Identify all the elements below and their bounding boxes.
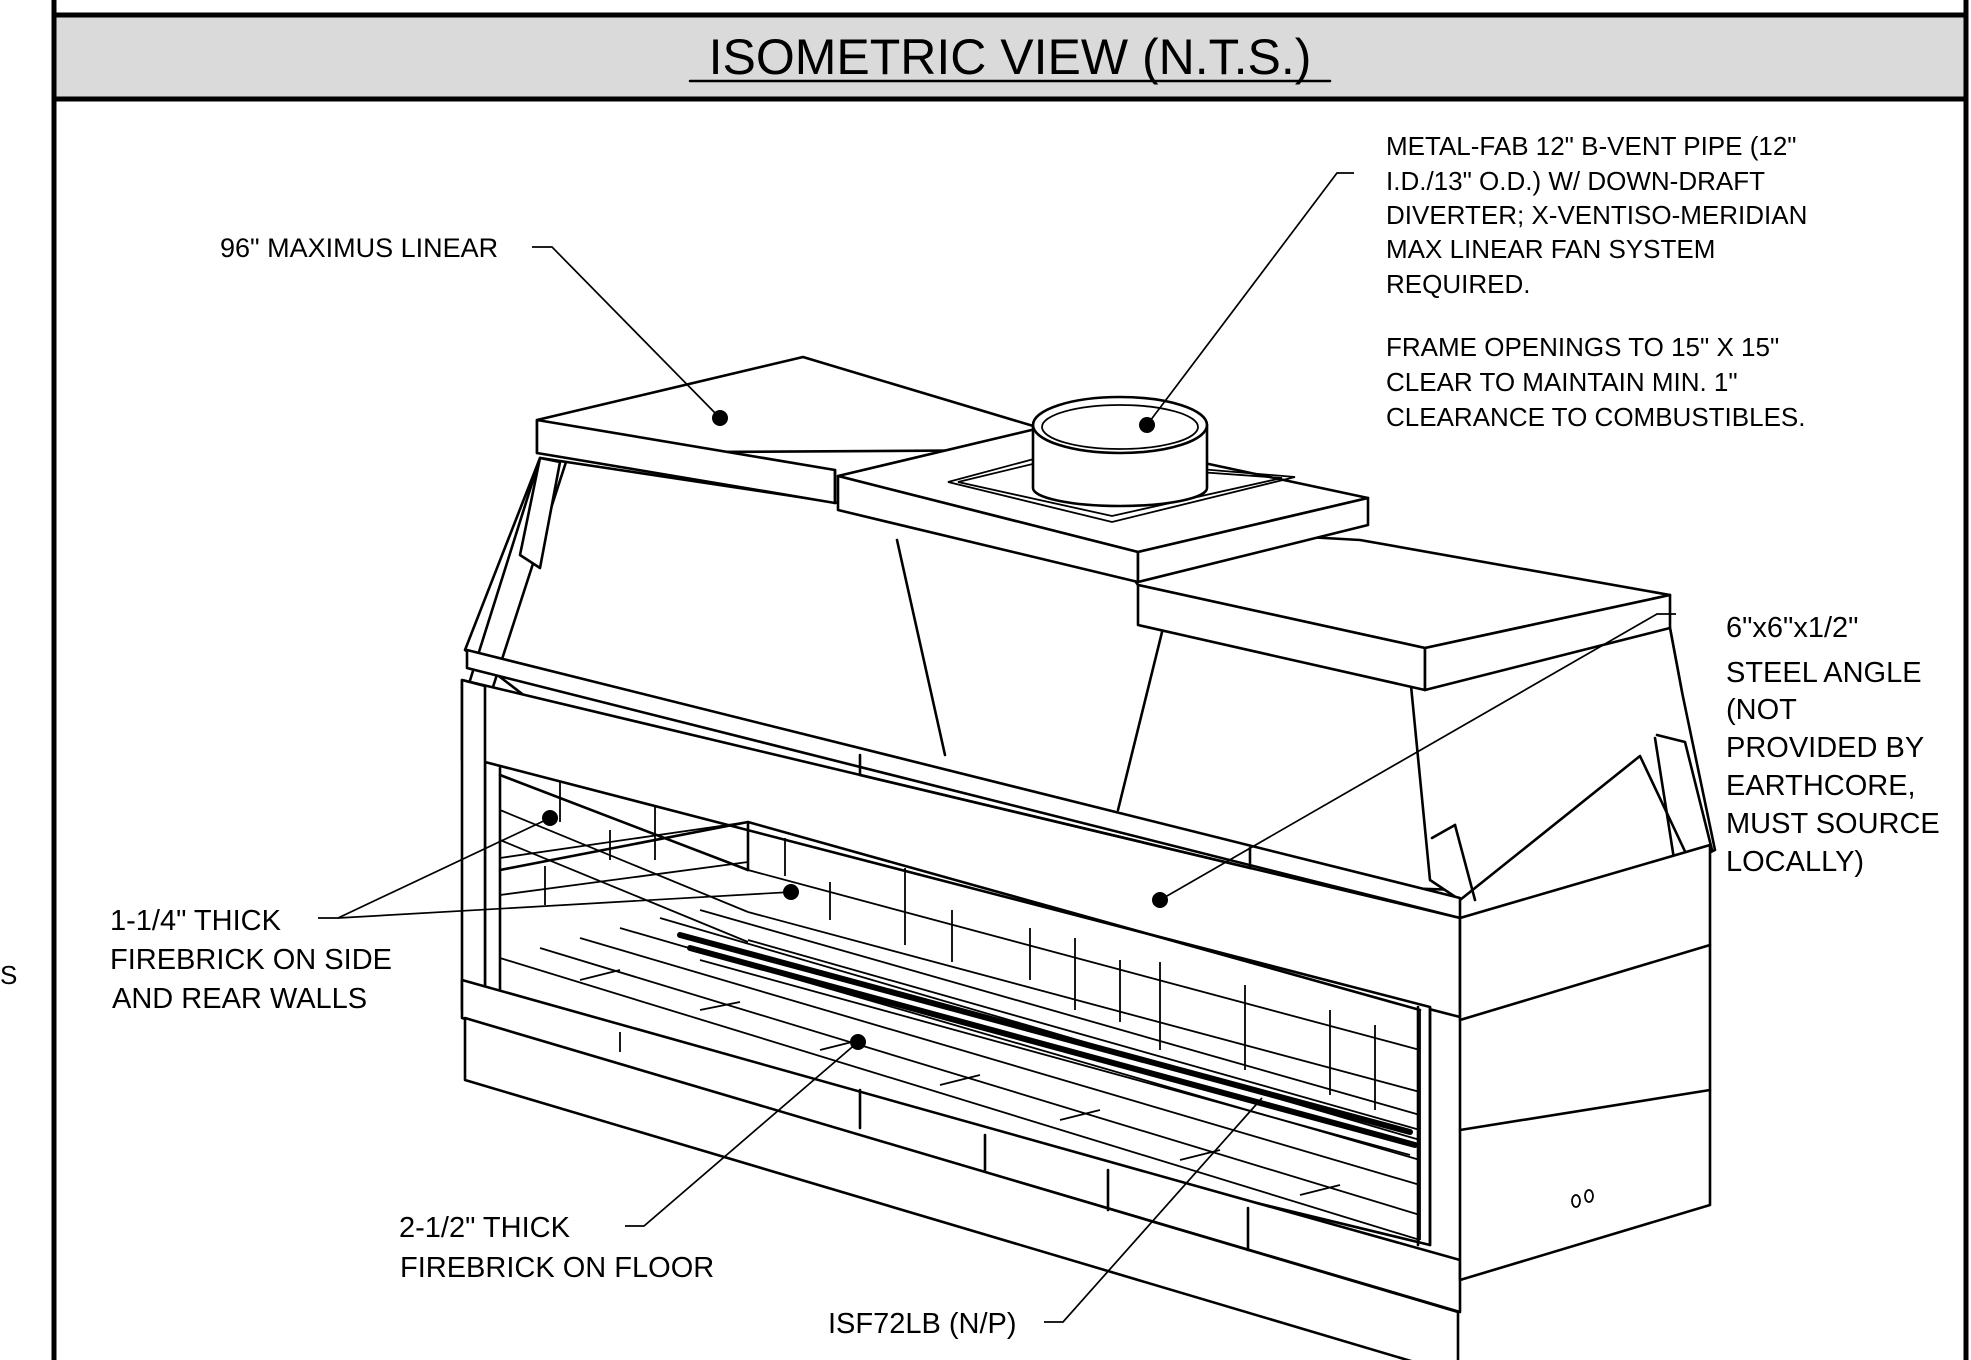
callout-floor-firebrick: 2-1/2" THICK FIREBRICK ON FLOOR (399, 1212, 714, 1284)
svg-text:CLEARANCE TO COMBUSTIBLES.: CLEARANCE TO COMBUSTIBLES. (1386, 402, 1805, 432)
svg-text:96" MAXIMUS LINEAR: 96" MAXIMUS LINEAR (220, 233, 498, 263)
callout-dot-unit (712, 410, 728, 426)
callout-vent: METAL-FAB 12" B-VENT PIPE (12" I.D./13" … (1386, 131, 1807, 299)
svg-text:FIREBRICK ON FLOOR: FIREBRICK ON FLOOR (400, 1252, 714, 1284)
svg-text:LOCALLY): LOCALLY) (1726, 846, 1864, 878)
callout-dot-floor (850, 1034, 866, 1050)
svg-text:REQUIRED.: REQUIRED. (1386, 269, 1530, 299)
linear-burner (677, 932, 1418, 1156)
callout-dot-side-wall (542, 810, 558, 826)
svg-text:I.D./13" O.D.) W/ DOWN-DRAFT: I.D./13" O.D.) W/ DOWN-DRAFT (1386, 166, 1765, 196)
svg-text:METAL-FAB 12" B-VENT PIPE (12": METAL-FAB 12" B-VENT PIPE (12" (1386, 131, 1797, 161)
callout-unit: 96" MAXIMUS LINEAR (220, 233, 498, 263)
svg-text:2-1/2" THICK: 2-1/2" THICK (399, 1212, 571, 1244)
firebox (483, 760, 1432, 1247)
svg-text:MUST SOURCE: MUST SOURCE (1726, 808, 1940, 840)
vent-pipe (1031, 395, 1209, 508)
title-bar: ISOMETRIC VIEW (N.T.S.) (51, 12, 1969, 102)
callout-steel-angle: 6"x6"x1/2" STEEL ANGLE (NOT PROVIDED BY … (1726, 612, 1940, 878)
svg-text:PROVIDED BY: PROVIDED BY (1726, 732, 1924, 764)
callout-dot-vent (1139, 417, 1155, 433)
callout-dot-angle (1152, 892, 1168, 908)
svg-text:STEEL ANGLE: STEEL ANGLE (1726, 657, 1922, 689)
view-title: ISOMETRIC VIEW (N.T.S.) (709, 29, 1312, 85)
callout-burner: ISF72LB (N/P) (828, 1308, 1017, 1340)
callout-wall-firebrick: 1-1/4" THICK FIREBRICK ON SIDE AND REAR … (110, 905, 392, 1015)
svg-text:DIVERTER; X-VENTISO-MERIDIAN: DIVERTER; X-VENTISO-MERIDIAN (1386, 200, 1807, 230)
svg-text:AND REAR WALLS: AND REAR WALLS (112, 983, 367, 1015)
svg-text:FIREBRICK ON SIDE: FIREBRICK ON SIDE (110, 944, 392, 976)
callout-dot-rear-wall (783, 884, 799, 900)
fireplace-unit (460, 355, 1717, 1360)
svg-text:EARTHCORE,: EARTHCORE, (1726, 770, 1916, 802)
svg-text:CLEAR TO MAINTAIN MIN. 1": CLEAR TO MAINTAIN MIN. 1" (1386, 367, 1738, 397)
svg-text:(NOT: (NOT (1726, 694, 1797, 726)
svg-text:FRAME OPENINGS TO 15" X 15": FRAME OPENINGS TO 15" X 15" (1386, 332, 1779, 362)
svg-text:MAX LINEAR FAN SYSTEM: MAX LINEAR FAN SYSTEM (1386, 234, 1715, 264)
edge-mark: S (0, 960, 17, 990)
callout-frame: FRAME OPENINGS TO 15" X 15" CLEAR TO MAI… (1386, 332, 1805, 432)
base-hearth (460, 978, 1462, 1360)
top-cap (535, 355, 1672, 692)
svg-text:1-1/4" THICK: 1-1/4" THICK (110, 905, 282, 937)
right-cabinet (1458, 843, 1712, 1282)
leader-lines (318, 172, 1676, 1323)
svg-text:6"x6"x1/2": 6"x6"x1/2" (1726, 612, 1858, 644)
svg-text:ISF72LB (N/P): ISF72LB (N/P) (828, 1308, 1017, 1340)
